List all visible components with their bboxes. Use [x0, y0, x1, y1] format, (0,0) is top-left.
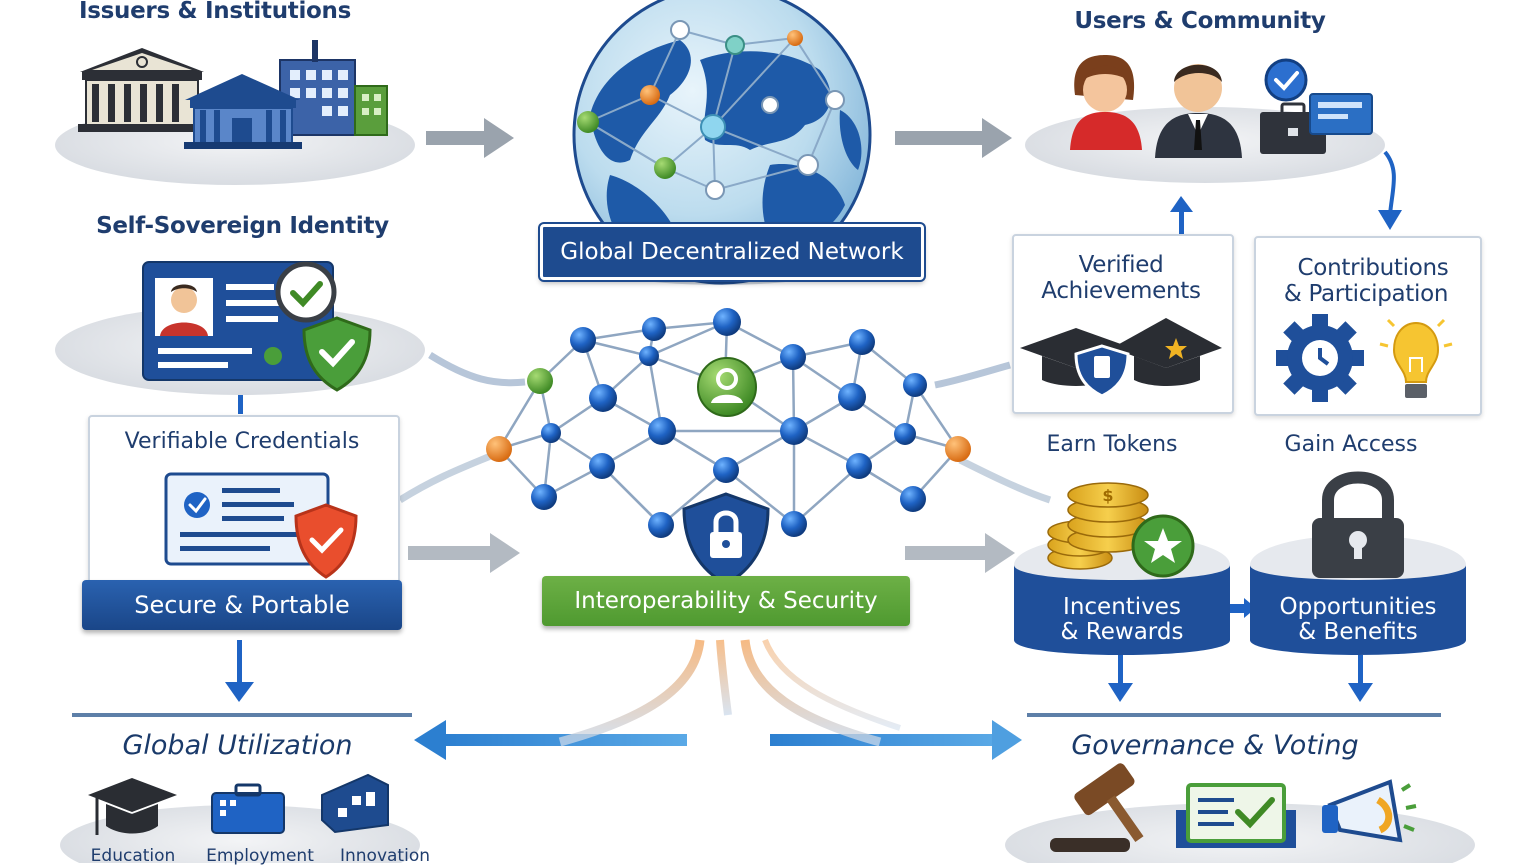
- lock-shield-icon: [682, 492, 770, 586]
- grad-caps-icon: [1020, 318, 1222, 398]
- user-node-icon: [697, 357, 757, 417]
- incentives-banner: Incentives & Rewards: [1014, 592, 1230, 648]
- arrow-head-contributions: [1378, 210, 1402, 230]
- arrow-ssi-to-credentials: [238, 390, 243, 414]
- streak-mid-right: [740, 639, 882, 747]
- globe-icon: [570, 0, 872, 285]
- achievements-title: Verified Achievements: [1016, 252, 1226, 304]
- link-network-tokens: [958, 456, 1052, 504]
- arrow-credentials-to-utilization: [225, 640, 254, 702]
- arrow-to-governance: [770, 720, 1022, 760]
- utilization-item-education: Education: [90, 846, 176, 866]
- arrow-access-to-governance: [1348, 655, 1373, 702]
- governance-title: Governance & Voting: [1071, 730, 1359, 761]
- utilization-title: Global Utilization: [122, 730, 353, 761]
- users-community-icon: [1070, 55, 1373, 158]
- coins-icon: $: [1047, 482, 1195, 578]
- link-ssi-network: [428, 352, 526, 387]
- graduation-cap-icon: [88, 778, 177, 835]
- contributions-title-line1: Contributions: [1297, 255, 1449, 281]
- incentives-line2: & Rewards: [1060, 619, 1184, 645]
- tokens-title: Earn Tokens: [1046, 432, 1178, 457]
- contributions-title-line2: & Participation: [1283, 281, 1449, 307]
- divider-left: [72, 713, 412, 717]
- link-network-achievements: [934, 361, 1011, 389]
- arrow-tokens-to-governance: [1108, 655, 1133, 702]
- opportunities-line2: & Benefits: [1298, 619, 1418, 645]
- utilization-item-innovation: Innovation: [339, 846, 430, 866]
- arrow-network-to-users: [895, 118, 1012, 158]
- streak-right: [762, 638, 901, 731]
- megaphone-icon: [1322, 779, 1417, 843]
- issuers-title: Issuers & Institutions: [78, 0, 352, 24]
- link-credentials-network: [398, 448, 502, 503]
- innovation-icon: [321, 773, 389, 834]
- streak-left: [558, 639, 705, 747]
- achievements-title-line1: Verified: [1078, 252, 1164, 278]
- arrow-to-global-utilization: [414, 720, 687, 760]
- ssi-title: Self-Sovereign Identity: [96, 213, 389, 239]
- users-title: Users & Community: [1074, 8, 1326, 34]
- access-title: Gain Access: [1284, 432, 1418, 457]
- network-banner: Global Decentralized Network: [540, 224, 924, 280]
- mesh-nodes: [486, 308, 971, 538]
- opportunities-banner: Opportunities & Benefits: [1250, 592, 1466, 648]
- gavel-icon: [1050, 763, 1144, 852]
- arrow-users-to-contributions: [1383, 150, 1396, 216]
- network-mesh: [486, 308, 971, 586]
- arrow-credentials-to-interop: [408, 533, 520, 573]
- arrow-achievements-to-users: [1170, 196, 1193, 236]
- incentives-line1: Incentives: [1063, 594, 1181, 620]
- identity-card-icon: [142, 261, 372, 392]
- briefcase-icon: [211, 783, 285, 834]
- credentials-title: Verifiable Credentials: [124, 429, 360, 454]
- svg-text:$: $: [1102, 486, 1113, 505]
- opportunities-line1: Opportunities: [1279, 594, 1437, 620]
- credentials-doc-overlay: [164, 472, 358, 579]
- utilization-item-employment: Employment: [206, 846, 314, 866]
- issuers-buildings-icon: [78, 40, 388, 149]
- achievements-card: [1012, 234, 1234, 414]
- streak-mid-left: [716, 639, 732, 716]
- padlock-icon: [1312, 471, 1404, 578]
- secure-portable-banner: Secure & Portable: [82, 580, 402, 630]
- arrow-issuers-to-network: [426, 118, 514, 158]
- divider-right: [1027, 713, 1441, 717]
- arrow-interop-to-tokens: [905, 533, 1015, 573]
- gear-lightbulb-icon: [1276, 314, 1453, 402]
- interop-banner: Interoperability & Security: [542, 576, 910, 626]
- ballot-check-icon: [1176, 783, 1296, 848]
- achievements-title-line2: Achievements: [1041, 278, 1201, 304]
- contributions-title: Contributions & Participation: [1258, 255, 1474, 307]
